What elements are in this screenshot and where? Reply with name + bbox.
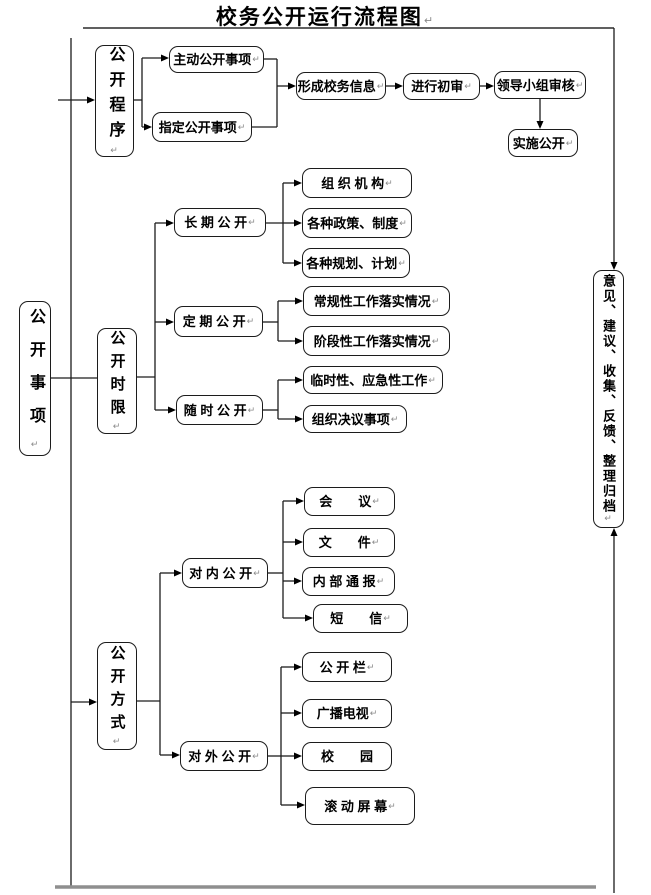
paragraph-mark: ↵ xyxy=(110,146,120,156)
paragraph-mark: ↵ xyxy=(398,257,406,268)
node-label: 公开程序 xyxy=(106,46,124,146)
node-designated-disclosure-items: 指定公开事项↵ xyxy=(152,112,252,142)
node-scrolling-screen: 滚 动 屏 幕↵ xyxy=(305,787,415,825)
node-disclosure-procedure: 公开程序↵ xyxy=(95,45,134,157)
node-label: 实施公开 xyxy=(512,135,565,151)
node-label: 公开事项 xyxy=(27,307,44,440)
node-radio-tv: 广播电视↵ xyxy=(302,699,392,728)
node-label: 各种规划、计划 xyxy=(306,255,398,271)
node-external-disclosure: 对 外 公 开↵ xyxy=(180,741,268,771)
paragraph-mark: ↵ xyxy=(431,295,440,306)
node-label: 短 信 xyxy=(330,611,383,626)
paragraph-mark: ↵ xyxy=(112,737,123,747)
node-internal-bulletin: 内 部 通 报↵ xyxy=(302,567,395,596)
node-internal-disclosure: 对 内 公 开↵ xyxy=(182,558,268,588)
paragraph-mark: ↵ xyxy=(252,54,260,64)
paragraph-mark: ↵ xyxy=(253,567,261,578)
node-label: 对 内 公 开 xyxy=(189,565,253,581)
paragraph-mark: ↵ xyxy=(112,422,123,432)
node-feedback-collection-archive: 意见、建议、收集、反馈、整理归档↵ xyxy=(593,270,624,528)
node-routine-work-status: 常规性工作落实情况↵ xyxy=(303,286,450,316)
paragraph-mark: ↵ xyxy=(565,137,574,148)
node-label: 文 件 xyxy=(318,535,371,550)
paragraph-mark: ↵ xyxy=(383,613,391,623)
paragraph-mark: ↵ xyxy=(30,439,41,450)
node-label: 公开时限 xyxy=(108,330,126,422)
node-leading-group-review: 领导小组审核↵ xyxy=(494,71,586,99)
node-label: 长 期 公 开 xyxy=(184,215,248,230)
node-campus: 校 园 xyxy=(302,742,392,771)
node-policies-systems: 各种政策、制度↵ xyxy=(302,208,412,238)
node-label: 阶段性工作落实情况 xyxy=(313,333,431,349)
node-label: 定 期 公 开 xyxy=(182,314,246,329)
node-label: 会 议 xyxy=(319,494,372,509)
paragraph-mark: ↵ xyxy=(376,576,385,586)
node-organizational-structure: 组 织 机 构↵ xyxy=(302,168,412,198)
node-label: 主动公开事项 xyxy=(173,52,252,67)
page-title: 校务公开运行流程图↵ xyxy=(0,1,651,31)
node-bulletin-board: 公 开 栏↵ xyxy=(302,652,392,682)
paragraph-mark: ↵ xyxy=(388,800,396,811)
node-org-resolution-items: 组织决议事项↵ xyxy=(303,405,407,433)
paragraph-mark: ↵ xyxy=(399,217,407,228)
node-anytime-disclosure: 随 时 公 开↵ xyxy=(176,395,263,425)
node-label: 意见、建议、收集、反馈、整理归档 xyxy=(601,274,616,514)
node-implement-disclosure: 实施公开↵ xyxy=(508,129,578,157)
page-title-text: 校务公开运行流程图 xyxy=(215,6,423,29)
paragraph-mark: ↵ xyxy=(431,335,440,346)
paragraph-mark: ↵ xyxy=(385,177,393,188)
node-label: 形成校务信息 xyxy=(297,78,376,94)
node-phased-work-status: 阶段性工作落实情况↵ xyxy=(303,326,450,356)
node-label: 滚 动 屏 幕 xyxy=(324,798,388,814)
paragraph-mark: ↵ xyxy=(604,514,614,524)
paragraph-mark: ↵ xyxy=(423,15,436,27)
node-disclosure-time-limit: 公开时限↵ xyxy=(97,328,137,434)
paragraph-mark: ↵ xyxy=(246,316,255,326)
node-label: 指定公开事项 xyxy=(158,119,237,135)
paragraph-mark: ↵ xyxy=(464,81,472,91)
node-label: 组织决议事项 xyxy=(311,411,390,427)
node-label: 领导小组审核 xyxy=(496,77,575,93)
paragraph-mark: ↵ xyxy=(247,404,256,415)
paragraph-mark: ↵ xyxy=(366,661,375,672)
node-label: 公 开 栏 xyxy=(319,659,366,675)
paragraph-mark: ↵ xyxy=(372,496,380,506)
paragraph-mark: ↵ xyxy=(390,413,399,424)
paragraph-mark: ↵ xyxy=(371,537,380,547)
node-label: 内 部 通 报 xyxy=(312,574,376,589)
node-label: 临时性、应急性工作 xyxy=(310,372,428,388)
paragraph-mark: ↵ xyxy=(575,79,584,90)
node-document: 文 件↵ xyxy=(303,528,395,557)
node-label: 常规性工作落实情况 xyxy=(313,293,431,309)
node-label: 随 时 公 开 xyxy=(183,402,247,418)
node-disclosure-matters: 公开事项↵ xyxy=(19,301,51,456)
node-label: 公开方式 xyxy=(108,645,126,737)
node-long-term-disclosure: 长 期 公 开↵ xyxy=(174,208,266,237)
paragraph-mark: ↵ xyxy=(428,374,436,385)
node-meeting: 会 议↵ xyxy=(304,487,395,516)
node-sms: 短 信↵ xyxy=(313,604,408,633)
node-label: 对 外 公 开 xyxy=(188,748,252,764)
node-form-school-info: 形成校务信息↵ xyxy=(296,72,386,100)
node-disclosure-method: 公开方式↵ xyxy=(97,642,137,750)
paragraph-mark: ↵ xyxy=(248,217,256,227)
paragraph-mark: ↵ xyxy=(369,708,378,718)
paragraph-mark: ↵ xyxy=(237,121,246,132)
node-temporary-emergency-work: 临时性、应急性工作↵ xyxy=(303,366,443,394)
node-label: 组 织 机 构 xyxy=(321,175,385,191)
node-label: 各种政策、制度 xyxy=(307,215,399,231)
paragraph-mark: ↵ xyxy=(252,750,260,761)
node-label: 校 园 xyxy=(320,749,373,764)
node-plans-programs: 各种规划、计划↵ xyxy=(302,248,410,278)
node-regular-disclosure: 定 期 公 开↵ xyxy=(174,306,263,337)
node-label: 广播电视 xyxy=(316,706,369,721)
node-preliminary-review: 进行初审↵ xyxy=(403,73,480,100)
paragraph-mark: ↵ xyxy=(376,80,385,91)
node-label: 进行初审 xyxy=(411,79,464,94)
node-proactive-disclosure-items: 主动公开事项↵ xyxy=(169,46,264,73)
